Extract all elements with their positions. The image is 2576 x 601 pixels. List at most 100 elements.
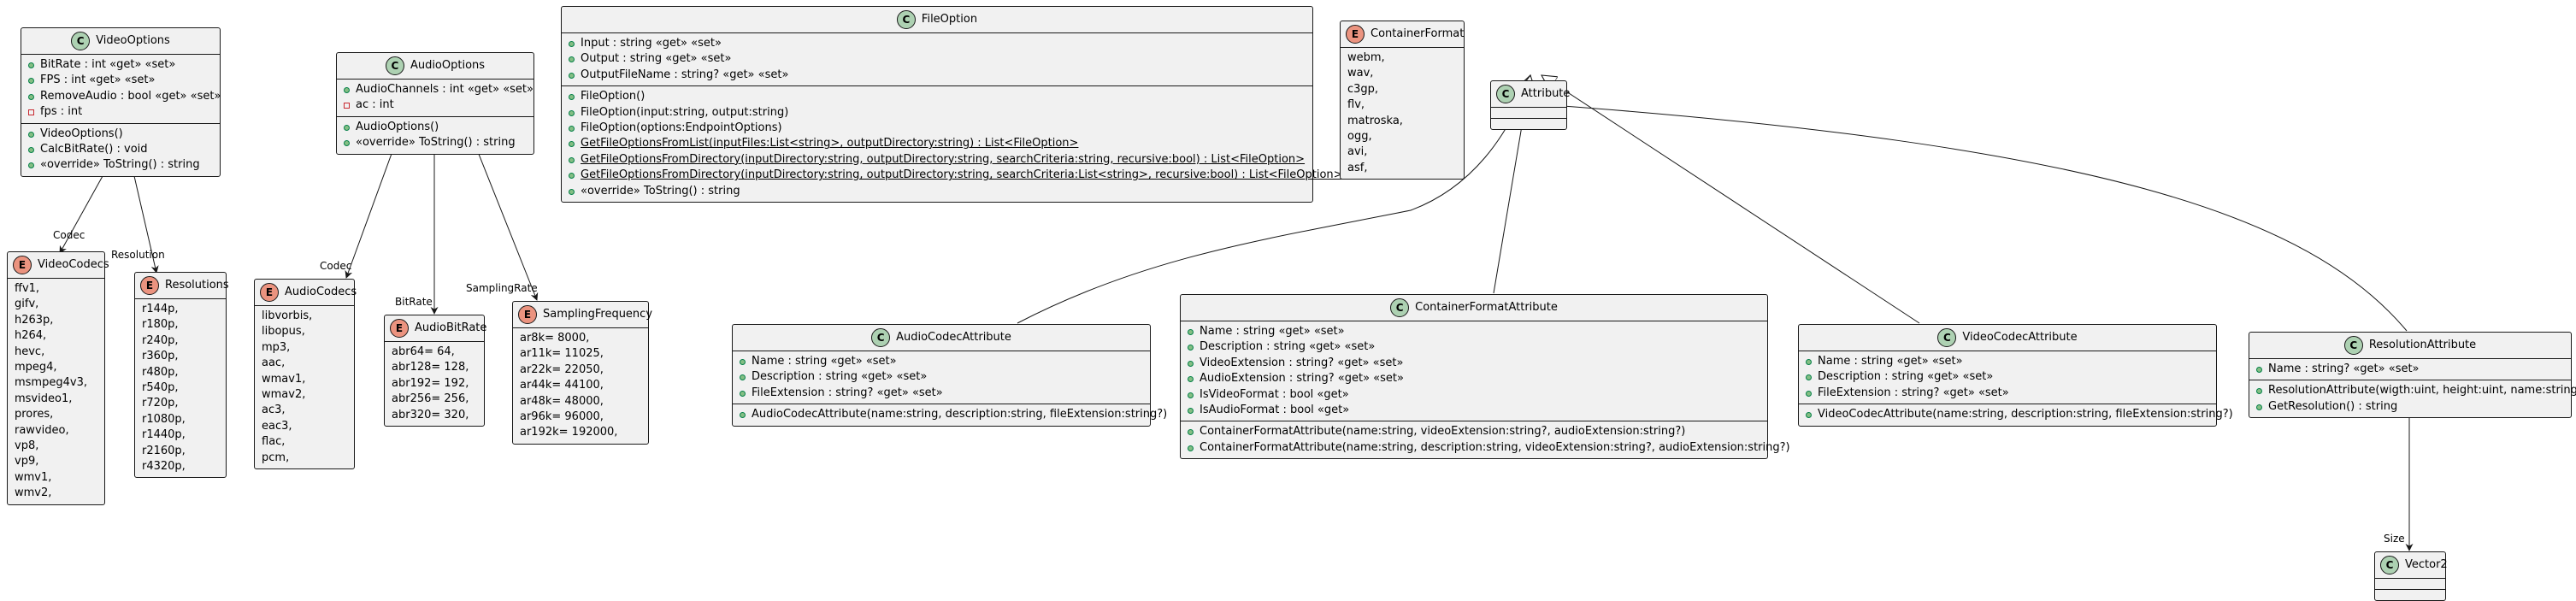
class-badge-icon: C xyxy=(2380,556,2399,574)
class-name: AudioCodecAttribute xyxy=(896,330,1011,344)
public-icon xyxy=(2256,404,2262,410)
enum-value: hevc, xyxy=(15,345,45,358)
field: AudioChannels : int «get» «set» xyxy=(344,82,533,97)
class-badge-icon: C xyxy=(1937,328,1957,347)
enum-value: ogg, xyxy=(1347,130,1372,144)
method: GetResolution() : string xyxy=(2256,399,2564,415)
class-badge-icon: C xyxy=(385,56,404,75)
enum-value: r144p, xyxy=(142,303,179,315)
enum-badge-icon: E xyxy=(140,276,159,295)
enum-values: r144p, r180p, r240p, r360p, r480p, r540p… xyxy=(135,299,226,477)
edge-videooptions-videocodecs xyxy=(59,175,103,254)
field: IsVideoFormat : bool «get» xyxy=(1188,387,1760,403)
enum-value: libopus, xyxy=(262,325,305,339)
enum-value: mp3, xyxy=(262,340,291,354)
class-methods xyxy=(1491,119,1566,129)
enum-value: h263p, xyxy=(15,313,54,327)
method: VideoCodecAttribute(name:string, descrip… xyxy=(1806,407,2233,422)
public-icon xyxy=(1188,392,1194,398)
edge-label-resolution: Resolution xyxy=(111,249,165,261)
class-videocodecattribute: C VideoCodecAttribute Name : string «get»… xyxy=(1798,324,2233,427)
static-method: GetFileOptionsFromDirectory(inputDirecto… xyxy=(569,152,1306,168)
method: ContainerFormatAttribute(name:string, de… xyxy=(1188,440,1790,456)
field: Name : string «get» «set» xyxy=(1188,324,1760,339)
enum-value: flv, xyxy=(1347,98,1365,112)
class-audiooptions: C AudioOptions AudioChannels : int «get» … xyxy=(336,52,534,155)
class-methods: VideoCodecAttribute(name:string, descrip… xyxy=(1799,404,2233,425)
enum-value: abr64= 64, xyxy=(392,345,455,358)
method: «override» ToString() : string xyxy=(28,157,213,173)
enum-name: AudioBitRate xyxy=(415,321,487,334)
edge-label-codec: Codec xyxy=(320,260,352,272)
class-methods: ContainerFormatAttribute(name:string, vi… xyxy=(1181,421,1790,458)
edge-label-samplingrate: SamplingRate xyxy=(466,282,538,294)
class-methods: FileOption() FileOption(input:string, ou… xyxy=(562,86,1343,202)
class-methods: VideoOptions() CalcBitRate() : void «ove… xyxy=(21,124,220,176)
edge-label-codec: Codec xyxy=(53,229,85,241)
field: fps : int xyxy=(28,104,213,120)
enum-values: ar8k= 8000, ar11k= 11025, ar22k= 22050, … xyxy=(513,328,648,444)
public-icon xyxy=(740,359,746,365)
enum-value: r4320p, xyxy=(142,460,186,474)
class-methods: AudioOptions() «override» ToString() : s… xyxy=(337,117,533,154)
enum-value: ar22k= 22050, xyxy=(520,362,604,376)
enum-value: wmv1, xyxy=(15,470,52,484)
method: FileOption(input:string, output:string) xyxy=(569,105,1306,121)
method: AudioCodecAttribute(name:string, descrip… xyxy=(740,407,1167,422)
public-icon xyxy=(1188,376,1194,383)
class-methods xyxy=(2375,590,2445,600)
class-fields: AudioChannels : int «get» «set» ac : int xyxy=(337,80,533,117)
edge-videooptions-resolutions xyxy=(133,175,159,274)
class-name: VideoCodecAttribute xyxy=(1962,330,2078,344)
class-name: AudioOptions xyxy=(410,58,486,72)
enum-value: ffv1, xyxy=(15,282,40,295)
class-fields xyxy=(2375,579,2445,590)
public-icon xyxy=(1806,390,1812,397)
enum-value: wav, xyxy=(1347,67,1374,80)
class-name: Vector2 xyxy=(2405,557,2448,571)
class-vector2: C Vector2 xyxy=(2374,551,2448,601)
enum-value: r480p, xyxy=(142,365,179,379)
private-icon xyxy=(28,109,34,116)
field: RemoveAudio : bool «get» «set» xyxy=(28,89,221,104)
method: «override» ToString() : string xyxy=(344,135,527,150)
field: Output : string «get» «set» xyxy=(569,51,1306,67)
public-icon xyxy=(740,374,746,381)
public-icon xyxy=(569,109,575,116)
enum-value: wmv2, xyxy=(15,486,52,500)
public-icon xyxy=(28,162,34,169)
enum-value: libvorbis, xyxy=(262,309,313,322)
field: Name : string «get» «set» xyxy=(1806,354,2209,369)
class-fields xyxy=(1491,108,1566,119)
field: Description : string «get» «set» xyxy=(1806,369,2209,385)
enum-name: AudioCodecs xyxy=(285,285,357,298)
enum-value: ar8k= 8000, xyxy=(520,332,590,345)
public-icon xyxy=(1806,412,1812,419)
public-icon xyxy=(344,124,350,131)
class-badge-icon: C xyxy=(896,10,916,29)
class-fields: Name : string «get» «set» Description : … xyxy=(733,351,1150,405)
enum-badge-icon: E xyxy=(13,256,32,274)
class-methods: ResolutionAttribute(wigth:uint, height:u… xyxy=(2249,380,2576,417)
public-icon xyxy=(1188,329,1194,335)
enum-value: asf, xyxy=(1347,161,1368,174)
method: CalcBitRate() : void xyxy=(28,142,213,157)
enum-value: webm, xyxy=(1347,51,1385,64)
public-icon xyxy=(1806,374,1812,381)
public-icon xyxy=(344,87,350,93)
static-method: GetFileOptionsFromDirectory(inputDirecto… xyxy=(569,168,1343,183)
enum-value: ar11k= 11025, xyxy=(520,347,604,361)
method: «override» ToString() : string xyxy=(569,184,1306,199)
enum-value: pcm, xyxy=(262,451,290,464)
enum-value: abr192= 192, xyxy=(392,376,469,390)
